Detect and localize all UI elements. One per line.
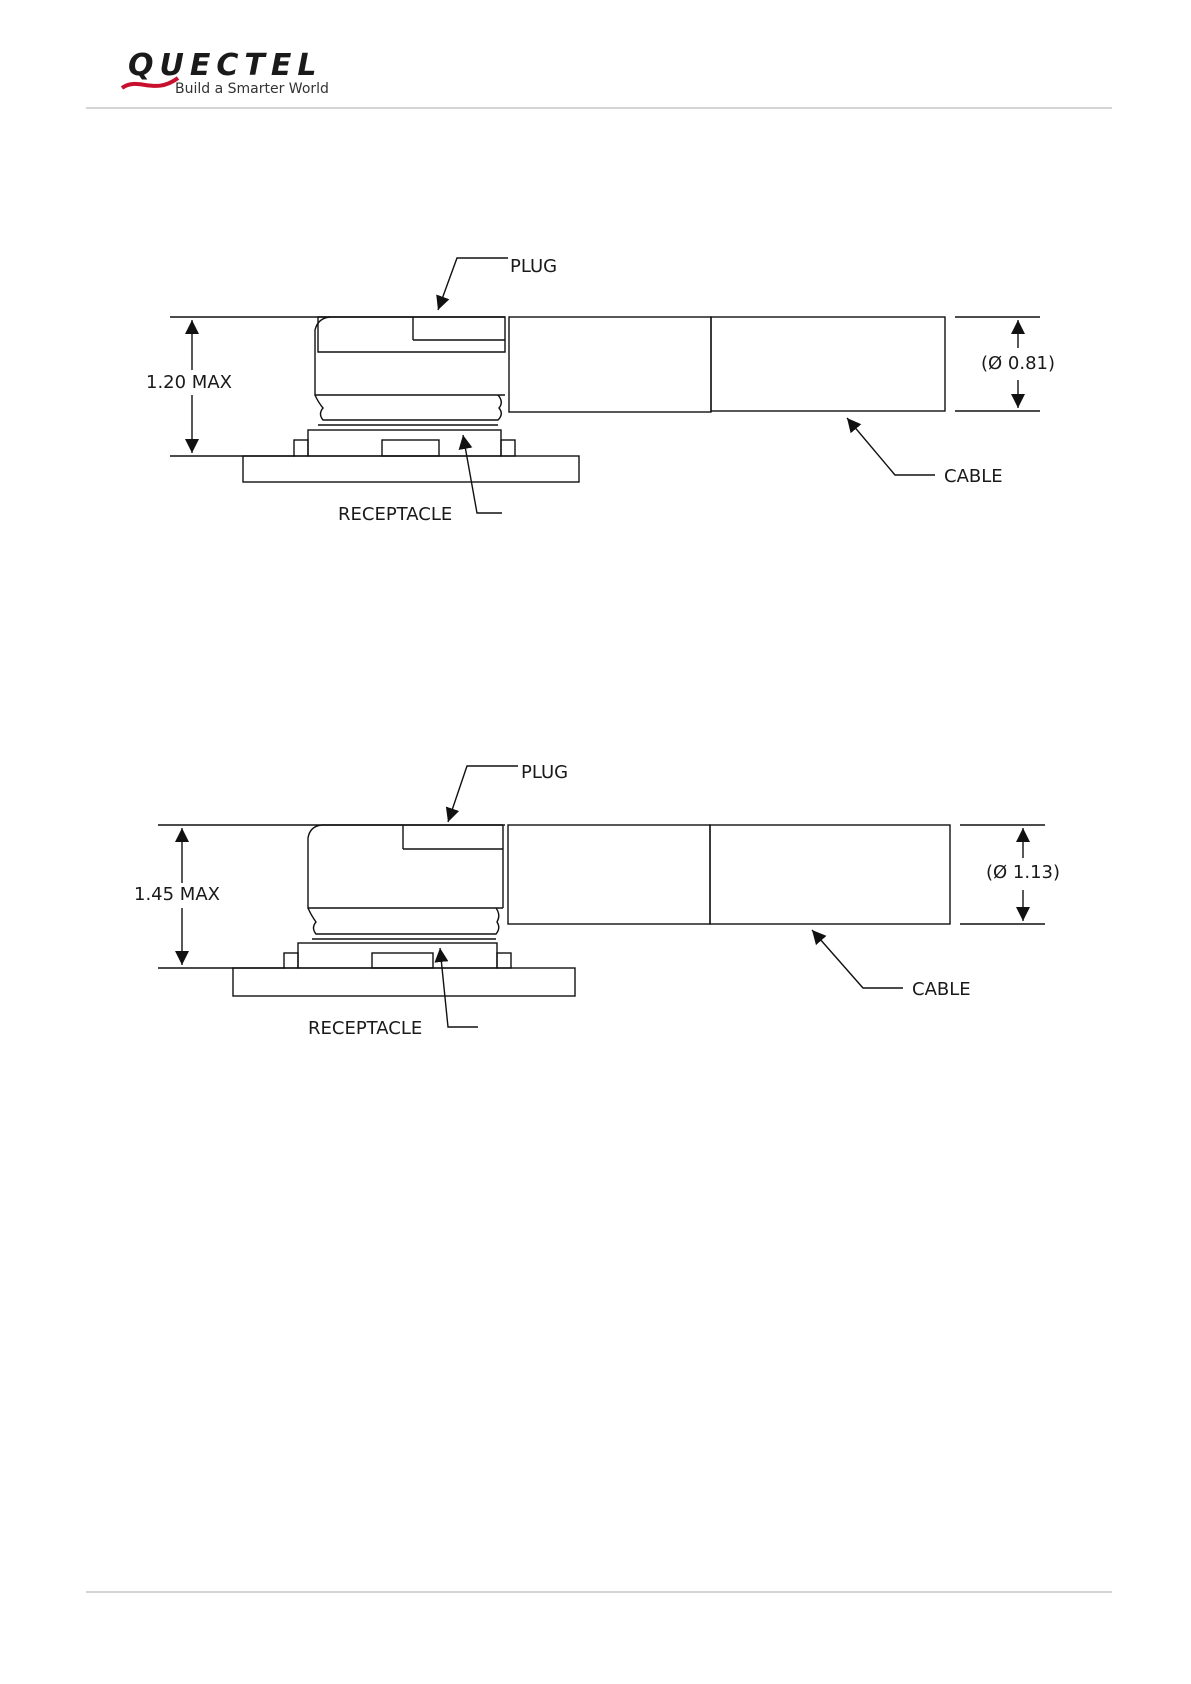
logo-wordmark: QUECTEL [128,48,322,84]
cable-label-2: CABLE [912,979,971,1001]
receptacle-label-2: RECEPTACLE [308,1018,422,1040]
cable-label-1: CABLE [944,466,1003,488]
cable-diameter-2: (Ø 1.13) [986,862,1060,884]
plug-label-2: PLUG [521,762,568,784]
height-dimension-2: 1.45 MAX [134,884,220,906]
connector-drawing-2: PLUG 1.45 MAX (Ø 1.13) CABLE RECEPTACLE [0,738,1191,1058]
footer-divider [86,1591,1112,1593]
height-dimension-1: 1.20 MAX [146,372,232,394]
quectel-logo: QUECTEL Build a Smarter World [120,48,380,104]
page-header: QUECTEL Build a Smarter World [0,0,1191,110]
cable-diameter-1: (Ø 0.81) [981,353,1055,375]
plug-label-1: PLUG [510,256,557,278]
header-divider [86,107,1112,109]
receptacle-label-1: RECEPTACLE [338,504,452,526]
logo-tagline: Build a Smarter World [175,80,329,98]
connector-drawing-1: PLUG 1.20 MAX (Ø 0.81) CABLE RECEPTACLE [0,230,1191,550]
